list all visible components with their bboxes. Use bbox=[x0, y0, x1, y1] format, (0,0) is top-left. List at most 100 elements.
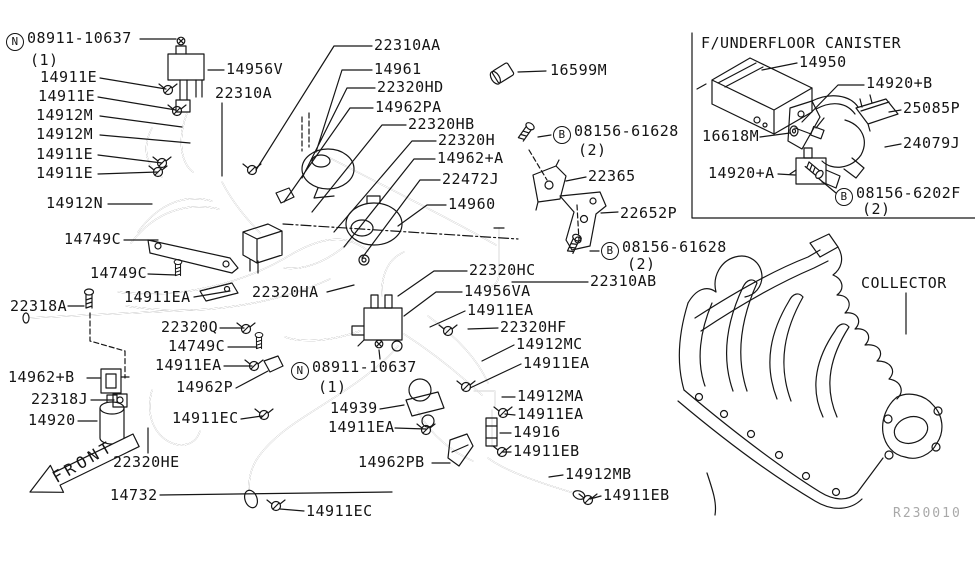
part-label-22472J: 22472J bbox=[442, 172, 499, 187]
part-label-14911EA: 14911EA bbox=[124, 290, 191, 305]
part-label-FUNDERFLOORCANISTER: F/UNDERFLOOR CANISTER bbox=[701, 36, 901, 51]
valve-22318J bbox=[112, 393, 128, 408]
part-label-14920+B: 14920+B bbox=[866, 76, 933, 91]
part-label-14911E: 14911E bbox=[36, 166, 93, 181]
valve-14920B bbox=[787, 100, 825, 150]
part-label-14956VA: 14956VA bbox=[464, 284, 531, 299]
part-label-22652P: 22652P bbox=[620, 206, 677, 221]
part-number-text: 22320HA bbox=[252, 283, 319, 301]
part-number-text: 14911EB bbox=[513, 442, 580, 460]
part-label-COLLECTOR: COLLECTOR bbox=[861, 276, 947, 291]
part-number-text: 14950 bbox=[799, 53, 847, 71]
part-number-text: 25085P bbox=[903, 99, 961, 117]
cap-16599M bbox=[489, 62, 515, 85]
hoses bbox=[22, 112, 586, 509]
part-number-text: (2) bbox=[627, 255, 656, 273]
part-number-text: 14911EA bbox=[517, 405, 584, 423]
part-number-text: R230010 bbox=[893, 506, 962, 521]
part-number-text: (2) bbox=[862, 200, 891, 218]
part-number-text: 14911E bbox=[40, 68, 98, 86]
part-number-text: 08911-10637 bbox=[27, 29, 132, 47]
grommet-22472J bbox=[358, 254, 370, 266]
part-label-14749C: 14749C bbox=[90, 266, 147, 281]
valve-14956V bbox=[167, 45, 205, 113]
part-number-text: 22320HB bbox=[408, 115, 475, 133]
part-label-22365: 22365 bbox=[588, 169, 636, 184]
part-label-22310AA: 22310AA bbox=[374, 38, 441, 53]
part-label-14912N: 14912N bbox=[46, 196, 103, 211]
part-number-text: 14920+B bbox=[866, 74, 933, 92]
part-label-14911EA: 14911EA bbox=[517, 407, 584, 422]
part-label-14950: 14950 bbox=[799, 55, 847, 70]
part-number-text: 22310A bbox=[215, 84, 273, 102]
part-label-22320HF: 22320HF bbox=[500, 320, 567, 335]
canister-inset-border bbox=[691, 32, 975, 219]
collector-outline bbox=[677, 233, 943, 516]
part-label-14749C: 14749C bbox=[64, 232, 121, 247]
circled-letter: B bbox=[553, 126, 571, 144]
part-label-14962+A: 14962+A bbox=[437, 151, 504, 166]
part-number-text: 14911EC bbox=[172, 409, 239, 427]
part-label-14962P: 14962P bbox=[176, 380, 233, 395]
part-number-text: 14911E bbox=[36, 145, 94, 163]
part-label-1: (1) bbox=[318, 380, 347, 395]
part-number-text: 14911EC bbox=[306, 502, 373, 520]
part-number-text: 16618M bbox=[702, 127, 760, 145]
valve-14939 bbox=[405, 378, 445, 428]
part-number-text: 14912N bbox=[46, 194, 104, 212]
part-number-text: 14912MA bbox=[517, 387, 584, 405]
part-label-14912M: 14912M bbox=[36, 127, 93, 142]
part-label-1: (1) bbox=[30, 53, 59, 68]
part-label-22320HC: 22320HC bbox=[469, 263, 536, 278]
part-label-14911EA: 14911EA bbox=[523, 356, 590, 371]
tank-14960 bbox=[345, 195, 403, 246]
part-number-text: 14912M bbox=[36, 106, 94, 124]
part-number-text: 22310AA bbox=[374, 36, 441, 54]
part-number-text: 14920+A bbox=[708, 164, 775, 182]
part-label-14911E: 14911E bbox=[36, 147, 93, 162]
part-label-16618M: 16618M bbox=[702, 129, 759, 144]
canister-14950 bbox=[696, 57, 813, 135]
part-label-22310A: 22310A bbox=[215, 86, 272, 101]
part-number-text: 22320HC bbox=[469, 261, 536, 279]
part-label-FRONT: FRONT bbox=[49, 436, 118, 487]
part-number-text: 14911E bbox=[36, 164, 94, 182]
part-number-text: 22652P bbox=[620, 204, 678, 222]
dashed-lines bbox=[89, 112, 580, 379]
valve-22365 bbox=[532, 159, 567, 211]
part-number-text: 08156-6202F bbox=[856, 184, 961, 202]
part-label-14911EC: 14911EC bbox=[172, 411, 239, 426]
bracket-14962B bbox=[100, 368, 130, 394]
tube-14916 bbox=[485, 417, 498, 447]
part-number-text: (1) bbox=[30, 51, 59, 69]
part-label-24079J: 24079J bbox=[903, 136, 960, 151]
part-number-text: 14749C bbox=[168, 337, 226, 355]
part-label-14911EB: 14911EB bbox=[513, 444, 580, 459]
valve-14920A bbox=[789, 147, 841, 189]
part-number-text: 14962P bbox=[176, 378, 234, 396]
harness-24079J bbox=[811, 95, 865, 179]
circled-letter: N bbox=[291, 362, 309, 380]
part-number-text: 14956V bbox=[226, 60, 284, 78]
part-number-text: 22318J bbox=[31, 390, 89, 408]
part-number-text: F/UNDERFLOOR CANISTER bbox=[701, 34, 902, 52]
part-number-text: 14732 bbox=[110, 486, 158, 504]
part-label-14911EC: 14911EC bbox=[306, 504, 373, 519]
part-label-14911EA: 14911EA bbox=[155, 358, 222, 373]
part-number-text: 14956VA bbox=[464, 282, 531, 300]
part-label-14911EA: 14911EA bbox=[467, 303, 534, 318]
part-label-22310AB: 22310AB bbox=[590, 274, 657, 289]
part-label-14960: 14960 bbox=[448, 197, 496, 212]
part-label-14912MC: 14912MC bbox=[516, 337, 583, 352]
part-label-2: (2) bbox=[578, 143, 607, 158]
part-number-text: 14960 bbox=[448, 195, 496, 213]
part-number-text: 14962+A bbox=[437, 149, 504, 167]
part-number-text: 14939 bbox=[330, 399, 378, 417]
